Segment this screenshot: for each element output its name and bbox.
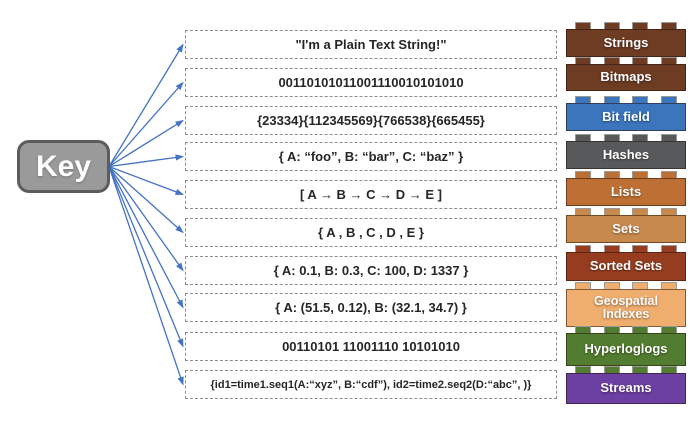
value-box-hashes: { A: “foo”, B: “bar”, C: “baz” }: [185, 142, 557, 171]
value-box-bitmaps: 00110101011001110010101010: [185, 68, 557, 97]
brick-studs: [566, 208, 686, 215]
value-box-lists: [ A → B → C → D → E ]: [185, 180, 557, 209]
brick-studs: [566, 245, 686, 252]
value-box-bitfield: {23334}{112345569}{766538}{665455}: [185, 106, 557, 135]
brick-label: Streams: [566, 373, 686, 404]
brick-bit-field: Bit field: [566, 96, 686, 131]
brick-geospatial-indexes: Geospatial Indexes: [566, 282, 686, 327]
brick-label: Lists: [566, 178, 686, 206]
brick-strings: Strings: [566, 22, 686, 57]
brick-studs: [566, 171, 686, 178]
value-box-streams: {id1=time1.seq1(A:“xyz”, B:“cdf”), id2=t…: [185, 370, 557, 399]
brick-label: Sorted Sets: [566, 252, 686, 281]
brick-hyperloglogs: Hyperloglogs: [566, 326, 686, 366]
brick-hashes: Hashes: [566, 134, 686, 169]
brick-bitmaps: Bitmaps: [566, 57, 686, 91]
brick-sets: Sets: [566, 208, 686, 243]
brick-studs: [566, 366, 686, 373]
value-box-geospatial: { A: (51.5, 0.12), B: (32.1, 34.7) }: [185, 293, 557, 322]
value-box-strings: "I'm a Plain Text String!": [185, 30, 557, 59]
brick-streams: Streams: [566, 366, 686, 404]
brick-lists: Lists: [566, 171, 686, 206]
value-box-sets: { A , B , C , D , E }: [185, 218, 557, 247]
key-node: Key: [17, 140, 110, 193]
brick-label: Bit field: [566, 103, 686, 131]
brick-studs: [566, 282, 686, 289]
key-label: Key: [35, 149, 92, 183]
brick-label: Hyperloglogs: [566, 333, 686, 366]
brick-studs: [566, 326, 686, 333]
brick-studs: [566, 134, 686, 141]
brick-label: Geospatial Indexes: [566, 289, 686, 327]
brick-label: Bitmaps: [566, 64, 686, 91]
value-box-hyperloglogs: 00110101 11001110 10101010: [185, 332, 557, 361]
brick-sorted-sets: Sorted Sets: [566, 245, 686, 281]
brick-studs: [566, 22, 686, 29]
value-box-sorted-sets: { A: 0.1, B: 0.3, C: 100, D: 1337 }: [185, 256, 557, 285]
brick-label: Hashes: [566, 141, 686, 169]
brick-studs: [566, 57, 686, 64]
brick-label: Strings: [566, 29, 686, 57]
brick-label: Sets: [566, 215, 686, 243]
brick-studs: [566, 96, 686, 103]
